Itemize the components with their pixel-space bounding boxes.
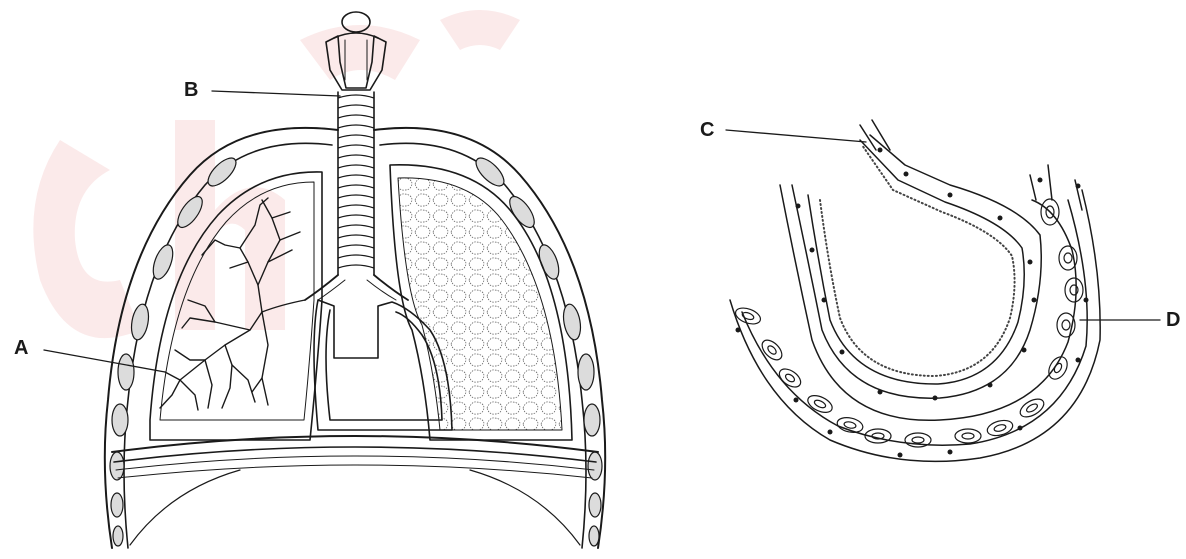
pointer-line-a <box>44 350 165 372</box>
alveolus-diagram <box>726 120 1160 461</box>
capillary <box>730 190 1100 461</box>
pointer-line-c <box>726 130 866 142</box>
trachea <box>305 92 408 300</box>
red-blood-cells <box>733 199 1083 447</box>
label-d: D <box>1166 310 1180 330</box>
pointer-line-b <box>212 91 340 96</box>
label-a: A <box>14 338 28 358</box>
alveolar-wall-inner <box>808 140 1024 384</box>
alveolar-wall <box>792 135 1041 398</box>
alveolar-lining <box>820 145 1015 376</box>
label-b: B <box>184 80 198 100</box>
right-lung-alveoli <box>390 165 572 440</box>
label-c: C <box>700 120 714 140</box>
thorax-diagram <box>44 12 605 548</box>
diaphragm <box>112 436 598 545</box>
cell-nuclei <box>736 148 1089 458</box>
